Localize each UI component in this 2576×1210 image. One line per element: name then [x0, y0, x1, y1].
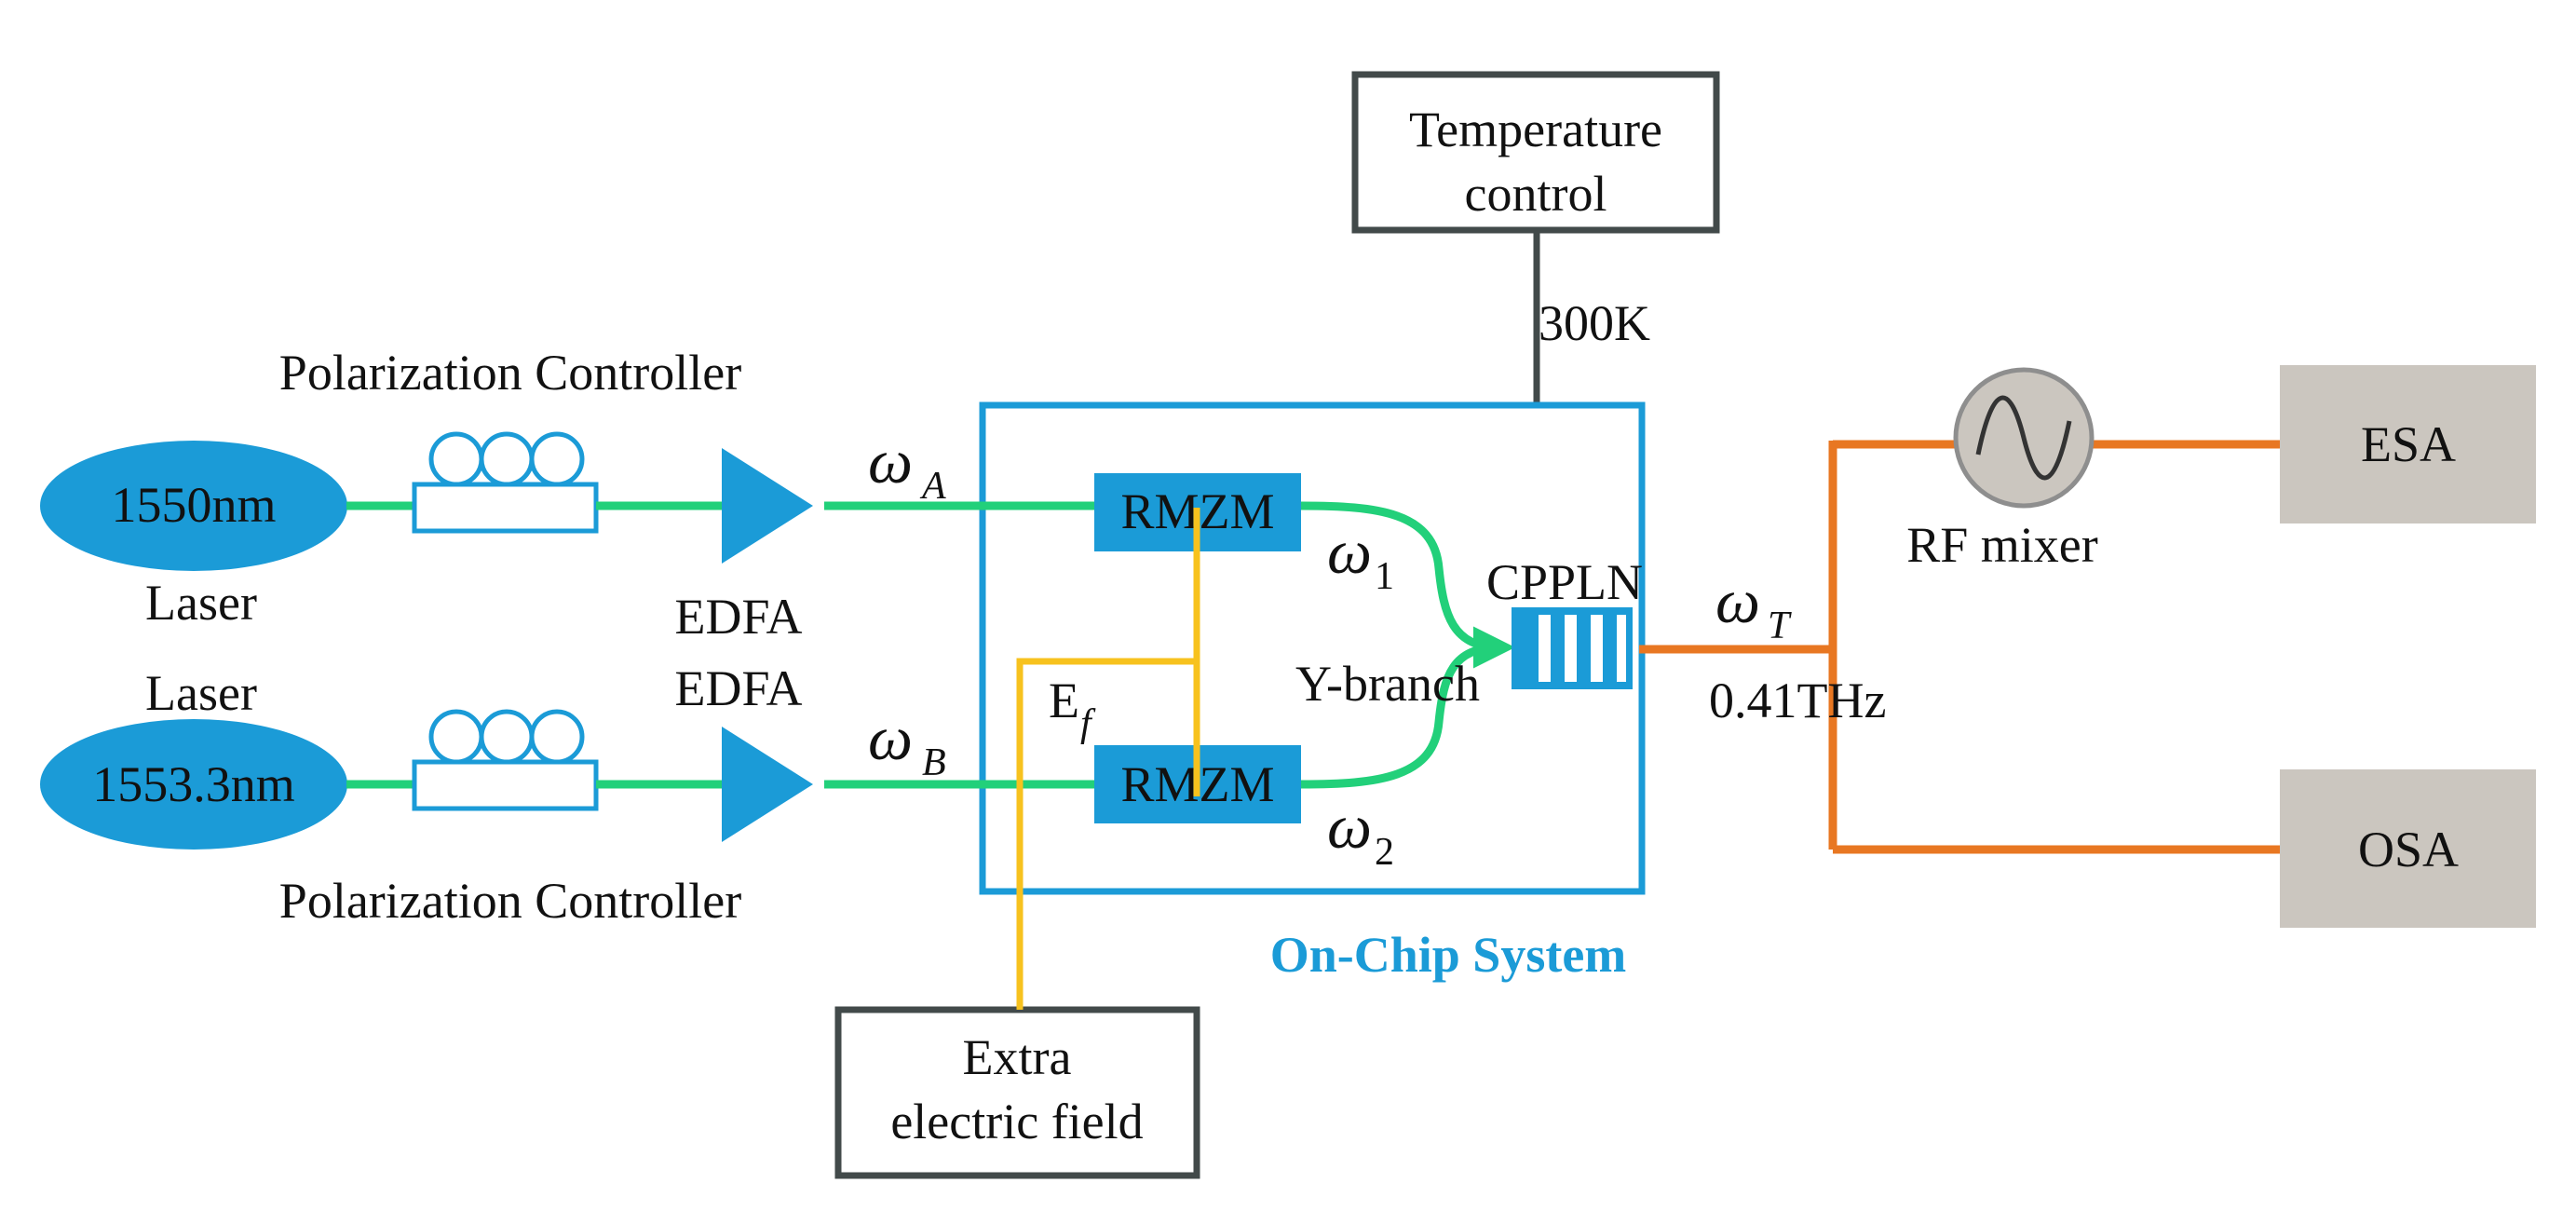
svg-text:ω: ω: [868, 426, 913, 496]
svg-text:OSA: OSA: [2358, 822, 2459, 877]
svg-text:T: T: [1768, 605, 1792, 647]
svg-text:ω: ω: [868, 702, 913, 773]
temperature-control-label-2: control: [1465, 166, 1607, 222]
on-chip-system-label: On-Chip System: [1270, 927, 1627, 983]
svg-text:f: f: [1080, 702, 1096, 745]
svg-text:B: B: [922, 741, 946, 784]
laser-bottom-caption: Laser: [145, 665, 257, 721]
omega-1-label: ω 1: [1327, 516, 1394, 598]
laser-top-caption: Laser: [145, 575, 257, 631]
esa-box: ESA: [2280, 365, 2536, 523]
frequency-label: 0.41THz: [1709, 673, 1886, 728]
polarization-controller-top-label: Polarization Controller: [279, 345, 741, 401]
temperature-control-label-1: Temperature: [1409, 102, 1662, 157]
omega-t-label: ω T: [1715, 565, 1792, 647]
omega-b-label: ω B: [868, 702, 946, 784]
y-branch-label: Y-branch: [1295, 656, 1480, 712]
polarization-controller-bottom-label: Polarization Controller: [279, 873, 741, 929]
osa-box: OSA: [2280, 769, 2536, 928]
svg-text:E: E: [1049, 673, 1079, 728]
omega-2-label: ω 2: [1327, 791, 1394, 874]
edfa-bottom-icon: [722, 727, 813, 842]
cppln-label: CPPLN: [1486, 554, 1643, 610]
svg-text:1: 1: [1375, 555, 1394, 598]
polarization-controller-top-icon: [412, 431, 599, 534]
edfa-top-icon: [722, 448, 813, 564]
laser-top-wavelength: 1550nm: [111, 477, 276, 533]
temperature-value: 300K: [1539, 295, 1650, 351]
cppln-crystal: [1512, 607, 1633, 689]
svg-text:A: A: [919, 465, 946, 508]
extra-field-label-1: Extra: [963, 1029, 1072, 1085]
electric-field-feed: [1016, 658, 1197, 1010]
svg-text:ω: ω: [1327, 791, 1372, 862]
laser-bottom: 1553.3nm: [40, 719, 347, 850]
laser-top: 1550nm: [40, 441, 347, 571]
rf-mixer-label: RF mixer: [1906, 517, 2098, 573]
laser-bottom-wavelength: 1553.3nm: [92, 756, 295, 812]
omega-a-label: ω A: [868, 426, 946, 508]
edfa-bottom-label: EDFA: [674, 660, 802, 716]
svg-text:ω: ω: [1327, 516, 1372, 587]
temperature-control-box: Temperature control: [1351, 71, 1720, 234]
rf-mixer-icon: [1953, 367, 2095, 509]
y-branch-bottom-arm: [1300, 643, 1500, 789]
svg-text:ω: ω: [1715, 565, 1760, 636]
ef-label: E f: [1049, 673, 1096, 745]
extra-electric-field-box: Extra electric field: [834, 1006, 1200, 1179]
svg-text:ESA: ESA: [2361, 416, 2456, 472]
y-branch-top-arm: [1300, 501, 1500, 652]
extra-field-label-2: electric field: [890, 1094, 1143, 1149]
polarization-controller-bottom-icon: [412, 709, 599, 811]
svg-text:2: 2: [1375, 831, 1394, 874]
edfa-top-label: EDFA: [674, 589, 802, 645]
